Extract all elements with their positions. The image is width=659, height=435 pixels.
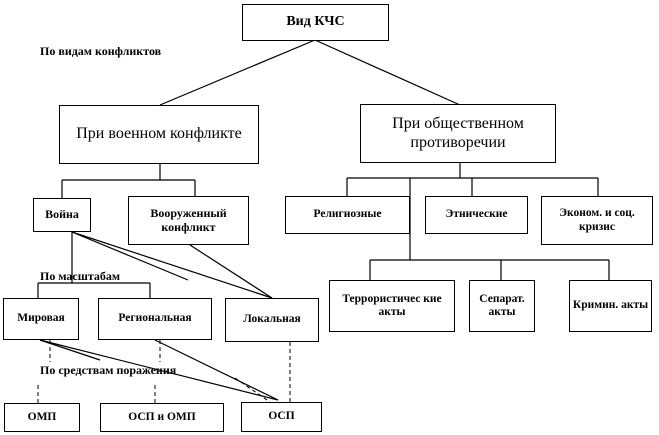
wmd-label: ОМП [27,410,57,423]
war-box: Война [33,198,91,232]
wmd-box: ОМП [4,403,80,432]
terrorist-acts-label: Террористичес кие акты [342,292,442,318]
ethnic-label: Этнические [445,208,508,221]
separatist-acts-box: Сепарат. акты [469,280,535,332]
economic-crisis-label: Эконом. и соц. кризис [559,207,635,233]
separatist-acts-label: Сепарат. акты [479,292,525,318]
regional-war-label: Региональная [118,312,192,325]
local-war-box: Локальная [225,298,319,342]
religious-box: Религиозные [285,196,410,234]
root-box: Вид КЧС [242,4,389,41]
war-label: Война [45,207,79,222]
conventional-and-wmd-box: ОСП и ОМП [100,403,224,432]
criminal-acts-label: Кримин. акты [572,299,649,312]
group-label-means: По средствам поражения [40,363,177,377]
economic-crisis-box: Эконом. и соц. кризис [541,196,653,245]
armed-conflict-box: Вооруженный конфликт [128,196,249,245]
armed-conflict-label: Вооруженный конфликт [150,205,227,234]
conventional-and-wmd-label: ОСП и ОМП [128,410,196,423]
military-conflict-label: При военном конфликте [76,125,242,143]
group-label-scale: По масштабам [40,269,121,283]
group-label-conflict-type: По видам конфликтов [40,44,162,58]
military-conflict-box: При военном конфликте [59,105,259,164]
terrorist-acts-box: Террористичес кие акты [329,280,455,332]
root-label: Вид КЧС [286,14,345,30]
conventional-weapons-box: ОСП [241,402,322,432]
ethnic-box: Этнические [425,196,528,234]
criminal-acts-box: Кримин. акты [569,280,652,332]
social-contradiction-box: При общественном противоречии [360,104,556,163]
conventional-weapons-label: ОСП [268,410,295,423]
world-war-box: Мировая [3,298,79,340]
regional-war-box: Региональная [98,298,212,340]
world-war-label: Мировая [17,312,65,325]
social-contradiction-label: При общественном противоречии [392,115,524,151]
local-war-label: Локальная [243,313,301,326]
religious-label: Религиозные [313,208,382,221]
